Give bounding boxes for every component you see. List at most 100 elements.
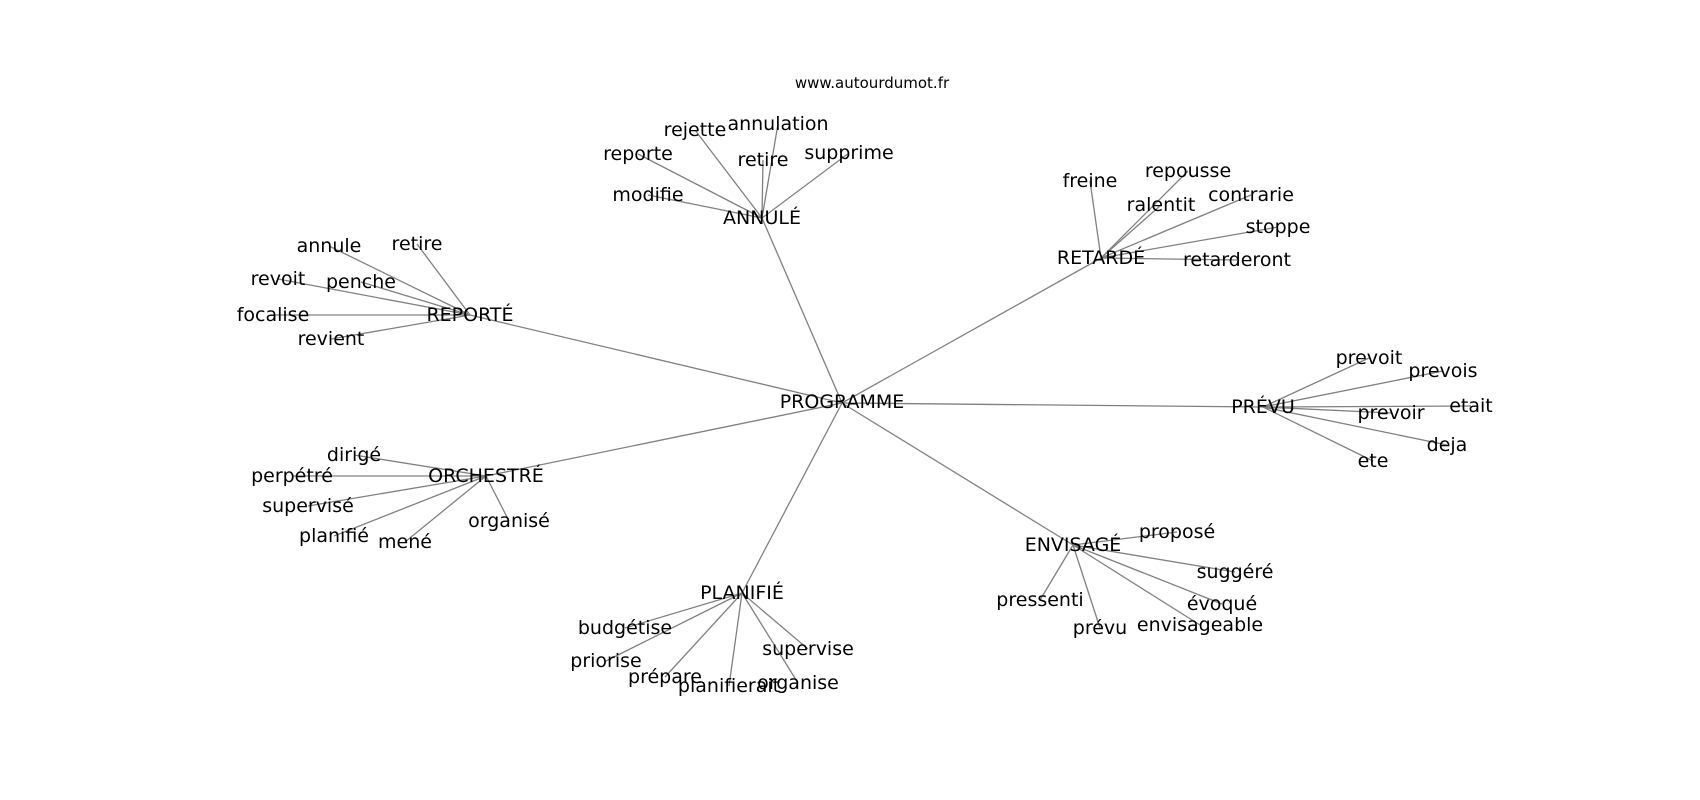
word-edge [664,592,743,678]
word-edge [485,475,510,522]
word-edge [761,152,850,219]
word-edge [1262,406,1374,462]
word-node: penche [326,271,396,293]
word-node: revoit [251,268,306,290]
word-edge [416,243,471,316]
word-node: planifié [299,525,369,547]
word-edge [404,475,487,543]
word-edge [624,592,743,629]
word-node: prevoir [1357,402,1424,424]
hub-node: PRÉVU [1231,395,1295,418]
word-edge [1100,257,1238,261]
word-node: priorise [570,650,641,672]
word-edge [1100,170,1189,259]
word-node: mené [378,531,432,553]
word-node: prévu [1073,617,1127,639]
word-edge [761,123,779,219]
center-edge [741,402,843,594]
word-edge [741,592,799,684]
word-edge [1262,357,1370,408]
word-edge [694,129,763,219]
word-edge [1039,544,1074,601]
word-edge [1072,531,1178,546]
word-edge [360,281,471,316]
graph-labels: www.autourdumot.fr PROGRAMME ANNULÉ rejet… [237,74,1493,697]
word-edge [1100,194,1252,259]
word-edge [1072,544,1101,629]
word-node: organise [757,672,839,694]
word-node: proposé [1139,521,1215,543]
word-node: dirigé [327,444,381,466]
word-node: perpétré [251,465,333,487]
word-edge [1072,544,1223,605]
word-edge [1262,405,1472,408]
hub-node: REPORTÉ [426,303,513,326]
word-node: reporte [603,143,673,165]
word-edge [1072,544,1201,626]
word-edge [605,592,743,662]
word-edge [353,454,487,477]
word-node: supprime [804,142,893,164]
word-node: évoqué [1187,593,1257,615]
word-edge [741,592,809,650]
word-node: budgétise [578,617,672,639]
word-edge [1072,544,1236,573]
word-node: etait [1449,395,1493,417]
word-node: supervisé [262,495,354,517]
site-label: www.autourdumot.fr [795,74,950,92]
word-node: prépare [628,666,702,688]
word-edge [647,194,763,219]
center-edge [761,217,843,404]
word-edge [761,159,764,219]
word-node: contrarie [1208,184,1294,206]
hub-node: PLANIFIÉ [700,581,784,604]
word-edge [728,592,743,687]
word-node: prevois [1408,360,1477,382]
center-edge [841,402,1074,546]
word-node: rejette [664,119,727,141]
center-node: PROGRAMME [780,391,905,413]
word-edge [333,475,487,537]
hub-node: RETARDÉ [1057,246,1145,269]
word-node: prevoit [1336,347,1403,369]
word-node: organisé [468,510,550,532]
word-edge [277,278,471,316]
hub-node: ENVISAGÉ [1025,533,1122,556]
word-node: stoppe [1246,216,1311,238]
word-node: pressenti [996,589,1083,611]
word-node: retire [392,233,443,255]
hub-node: ANNULÉ [723,206,801,229]
graph-edges [273,123,1472,687]
word-edge [1100,204,1162,259]
word-edge [1262,406,1448,446]
word-node: suggéré [1197,561,1274,583]
word-node: retire [738,149,789,171]
word-node: repousse [1145,160,1231,182]
center-edge [469,314,843,404]
word-node: planifierait [678,675,780,697]
word-node: ete [1358,450,1389,472]
word-node: annulation [727,113,828,135]
word-edge [1262,370,1444,408]
center-edge [485,402,843,477]
word-edge [328,245,471,316]
word-edge [330,314,471,340]
word-edge [307,475,487,507]
word-node: retarderont [1183,249,1291,271]
word-edge [1262,406,1392,414]
word-node: annule [297,235,362,257]
word-node: envisageable [1137,614,1263,636]
word-node: modifie [612,184,683,206]
word-node: deja [1427,434,1468,456]
hub-node: ORCHESTRÉ [428,464,544,487]
word-edge [1089,180,1102,259]
center-edge [841,257,1102,404]
word-edge [1100,226,1279,259]
word-node: ralentit [1127,194,1196,216]
word-edge [637,153,763,219]
word-node: freine [1063,170,1118,192]
word-node: revient [298,328,365,350]
word-node: focalise [237,304,310,326]
center-edge [841,402,1264,408]
